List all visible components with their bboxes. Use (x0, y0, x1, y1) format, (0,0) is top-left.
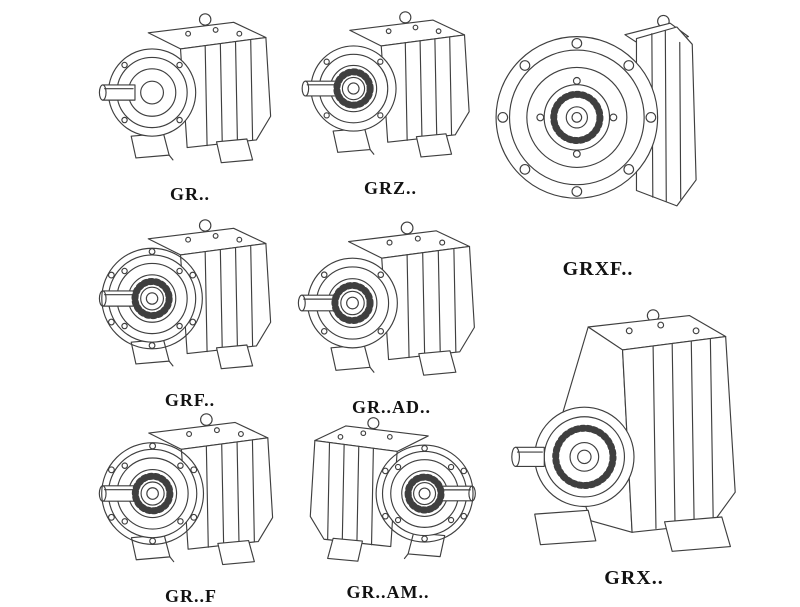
figure-grf: GRF.. (95, 216, 285, 411)
figure-grz: GRZ.. (298, 8, 483, 199)
grf-gearbox-drawing (95, 216, 285, 382)
figure-gr-ad: GR..AD.. (294, 218, 489, 418)
label-gr: GR.. (170, 184, 210, 205)
figure-gr-am: GR..AM.. (294, 414, 482, 603)
gr-f-gearbox-drawing (95, 410, 287, 578)
label-gr-f: GR..F (165, 586, 217, 607)
grxf-gearbox-drawing (492, 2, 704, 228)
figure-gr: GR.. (95, 10, 285, 205)
label-grxf: GRXF.. (563, 258, 634, 281)
figure-gr-f: GR..F (95, 410, 287, 607)
label-grz: GRZ.. (364, 178, 417, 199)
gearbox-symbol-ref (99, 414, 272, 565)
label-grf: GRF.. (165, 390, 215, 411)
gearbox-symbol-ref (310, 418, 475, 562)
gearbox-symbol-ref (512, 310, 735, 552)
gearbox-symbol-ref (99, 14, 270, 163)
grz-gearbox-drawing (298, 8, 483, 170)
label-grx: GRX.. (604, 567, 663, 590)
gearbox-symbol-ref (302, 12, 469, 157)
grx-gearbox-drawing (500, 306, 768, 559)
figure-grx: GRX.. (500, 306, 768, 590)
gr-am-gearbox-drawing (294, 414, 482, 574)
gearbox-symbol-ref (496, 15, 696, 205)
gearbox-symbol-ref (99, 220, 270, 369)
gr-gearbox-drawing (95, 10, 285, 176)
gr-ad-gearbox-drawing (294, 218, 489, 389)
figure-grxf: GRXF.. (492, 2, 704, 281)
gearbox-symbol-ref (298, 222, 474, 375)
